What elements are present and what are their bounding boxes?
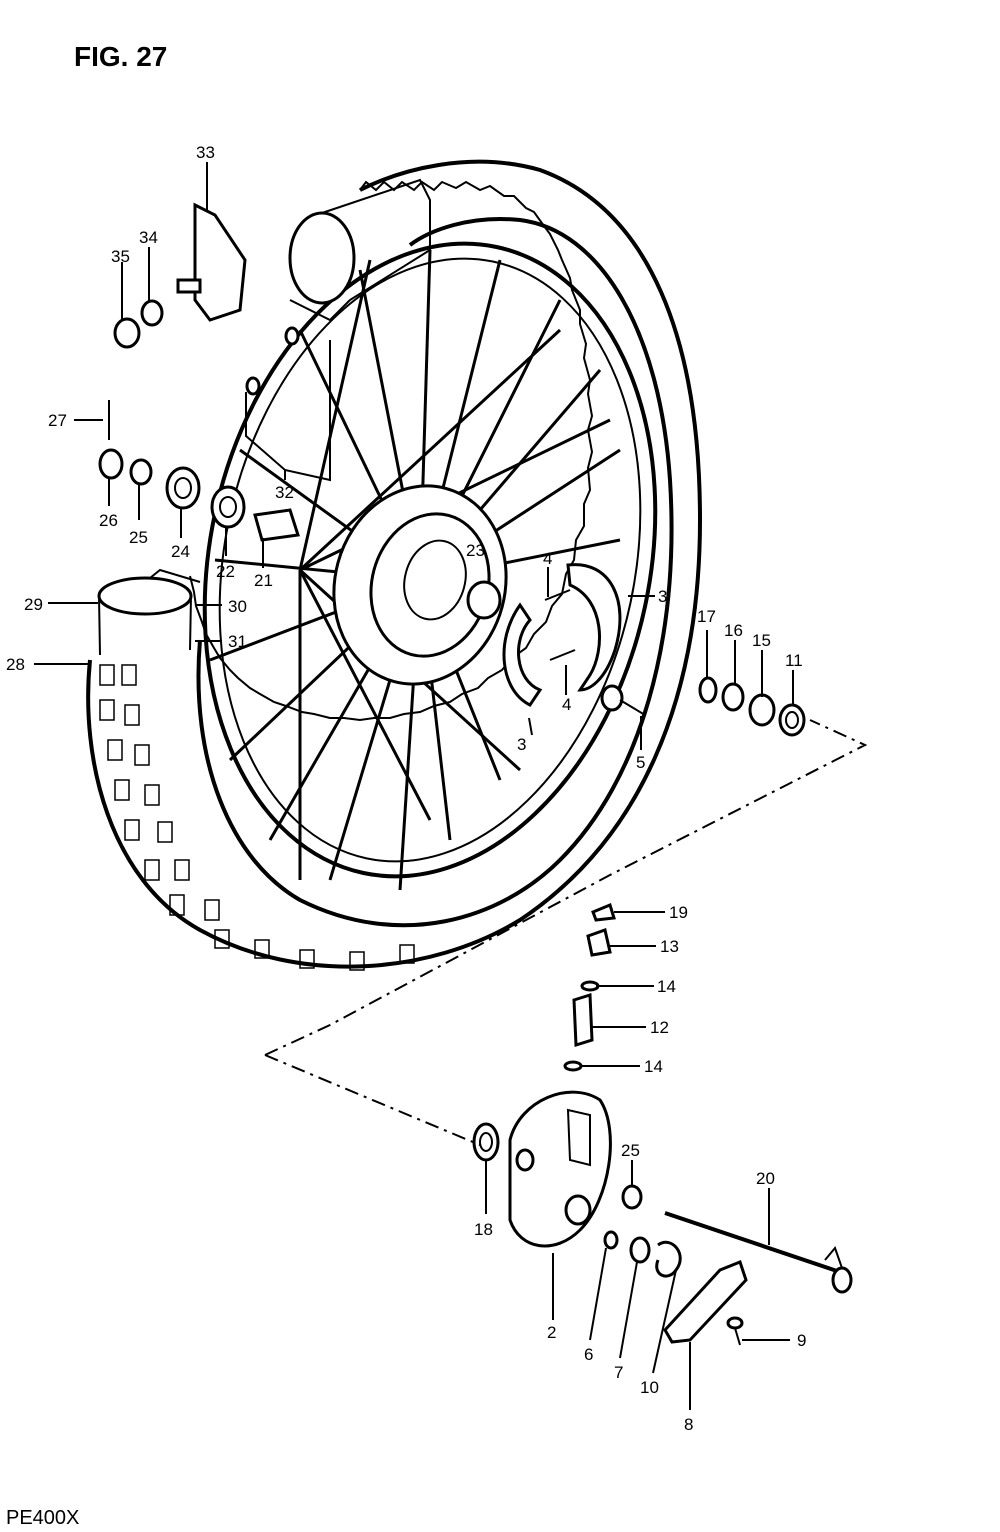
callout-28: 28 — [6, 655, 25, 674]
hub — [332, 484, 508, 686]
callout-2: 2 — [547, 1323, 556, 1342]
callout-24: 24 — [171, 542, 190, 561]
callout-34: 34 — [139, 228, 158, 247]
hub-left-parts — [98, 202, 300, 542]
callout-6: 6 — [584, 1345, 593, 1364]
callout-4-lower: 4 — [562, 695, 571, 714]
callout-20: 20 — [756, 1169, 775, 1188]
callout-35: 35 — [111, 247, 130, 266]
callout-7: 7 — [614, 1363, 623, 1382]
callout-13: 13 — [660, 937, 679, 956]
tube-top — [288, 178, 431, 322]
figure-title: FIG. 27 — [74, 41, 167, 72]
callout-22: 22 — [216, 562, 235, 581]
tread-blocks — [99, 664, 415, 971]
callout-3-right: 3 — [658, 587, 667, 606]
callout-30: 30 — [228, 597, 247, 616]
callout-4-upper: 4 — [543, 549, 552, 568]
callout-33: 33 — [196, 143, 215, 162]
spokes — [209, 249, 621, 891]
axis-lines — [264, 719, 868, 1146]
callout-8: 8 — [684, 1415, 693, 1434]
callout-9: 9 — [797, 1331, 806, 1350]
tube-section — [97, 568, 201, 656]
callout-10: 10 — [640, 1378, 659, 1397]
hub-right-parts — [600, 676, 806, 737]
callout-17: 17 — [697, 607, 716, 626]
callout-labels: 33 34 35 27 32 26 25 24 22 21 23 4 4 3 3… — [6, 143, 806, 1434]
callout-5: 5 — [636, 753, 645, 772]
callout-16: 16 — [724, 621, 743, 640]
callout-31: 31 — [228, 632, 247, 651]
callout-11: 11 — [785, 651, 803, 670]
callout-27: 27 — [48, 411, 67, 430]
callout-26: 26 — [99, 511, 118, 530]
brake-shoes — [502, 563, 622, 707]
callout-25-upper: 25 — [129, 528, 148, 547]
wheel-assembly — [86, 159, 703, 971]
speedometer-drive-parts — [563, 902, 616, 1072]
brake-panel — [472, 1090, 853, 1346]
callout-14-upper: 14 — [657, 977, 676, 996]
callout-29: 29 — [24, 595, 43, 614]
callout-12: 12 — [650, 1018, 669, 1037]
callout-3-lower: 3 — [517, 735, 526, 754]
leader-lines — [34, 162, 794, 1410]
callout-21: 21 — [254, 571, 273, 590]
callout-32: 32 — [275, 483, 294, 502]
callout-25-lower: 25 — [621, 1141, 640, 1160]
callout-23: 23 — [466, 541, 485, 560]
callout-19: 19 — [669, 903, 688, 922]
callout-15: 15 — [752, 631, 771, 650]
callout-14-lower: 14 — [644, 1057, 663, 1076]
tire — [86, 159, 703, 969]
rim-lock — [193, 202, 247, 322]
callout-18: 18 — [474, 1220, 493, 1239]
model-code: PE400X — [6, 1507, 79, 1529]
tire-tread — [189, 180, 594, 722]
